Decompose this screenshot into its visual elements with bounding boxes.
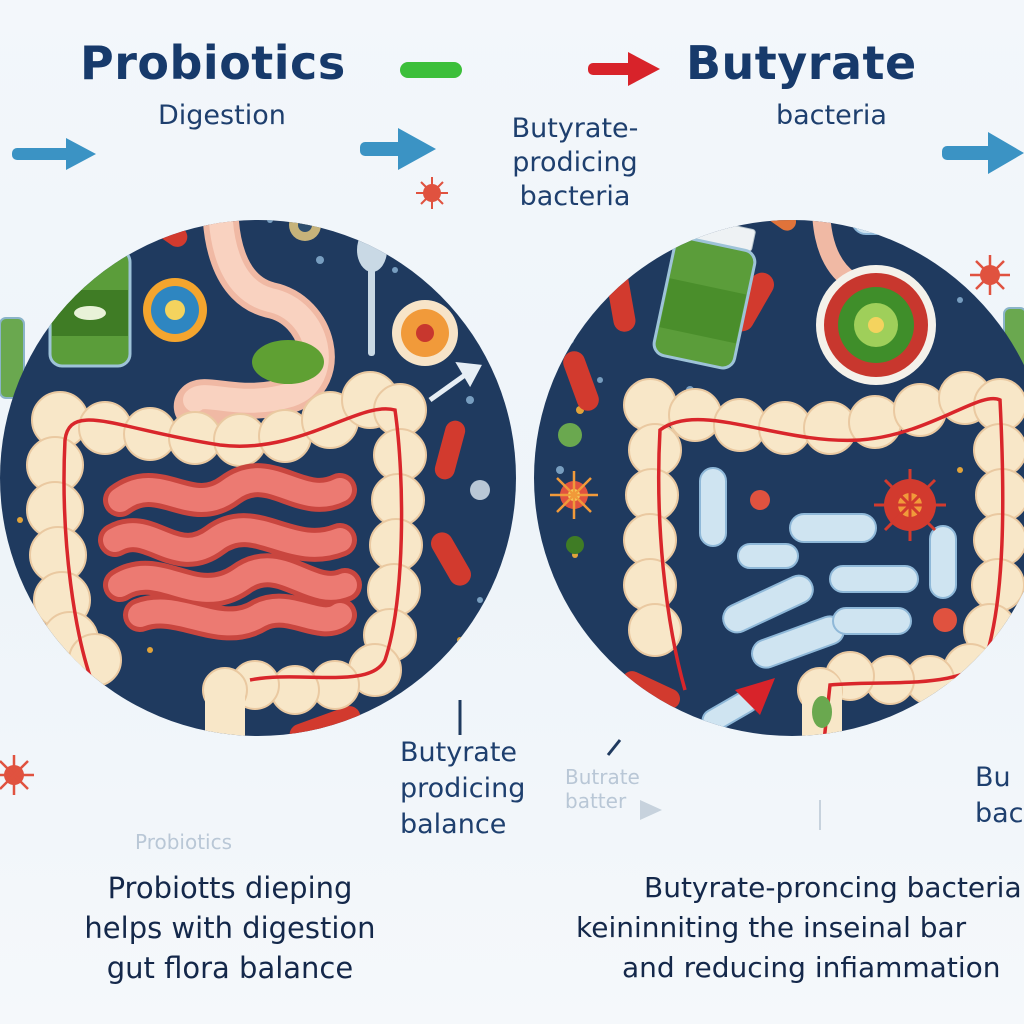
bacteria-label-line: Butyrate- [511, 113, 639, 144]
caption-line: helps with digestion [84, 911, 376, 945]
caption-line: and reducing infiammation [622, 951, 1001, 984]
virus-icon [933, 608, 957, 632]
probiotic-jar-icon [0, 317, 25, 399]
virus-icon [970, 255, 1010, 295]
caption-line: Butyrate-proncing bacteria [644, 871, 1022, 904]
right-caption: Butyrate-proncing bacteria keininniting … [576, 868, 1024, 988]
faded-label-line: Butrate [565, 765, 640, 789]
right-arrow-icon [360, 128, 436, 170]
side-label-line: bac [975, 798, 1024, 829]
faded-label-line: batter [565, 789, 627, 813]
caption-line: Probiotts dieping [107, 871, 353, 905]
virus-icon [750, 490, 770, 510]
arrow-icon [640, 800, 662, 820]
vegetable-bowl-icon [816, 265, 936, 385]
right-arrow-icon [12, 138, 96, 170]
virus-icon [874, 469, 946, 541]
virus-icon [0, 755, 34, 795]
right-subtitle: bacteria [776, 100, 887, 131]
bacteria-icon [566, 536, 584, 554]
arrow-icon [735, 678, 775, 715]
side-label-line: Bu [975, 762, 1011, 793]
virus-icon [416, 177, 448, 209]
green-pill-icon [400, 62, 462, 78]
caption-line: gut flora balance [106, 951, 354, 985]
bacteria-label-line: prodicing [512, 147, 638, 178]
stomach-icon [174, 220, 335, 432]
fruit-slice-icon [392, 300, 458, 366]
red-arrow-icon [588, 52, 660, 86]
virus-icon [550, 471, 598, 519]
bacteria-label: Butyrate- prodicing bacteria [480, 112, 670, 214]
side-label-line: balance [400, 809, 507, 840]
divider-mark [606, 739, 622, 756]
left-caption: Probiotts dieping helps with digestion g… [30, 868, 430, 988]
left-side-label: Butyrate prodicing balance [400, 735, 525, 843]
left-subtitle: Digestion [158, 100, 286, 131]
left-faded-label: Probiotics [135, 830, 233, 854]
left-title: Probiotics [80, 36, 346, 90]
blood-vessel [62, 407, 404, 691]
bacteria-icon [558, 423, 582, 447]
bacteria-icon [470, 480, 490, 500]
right-title: Butyrate [686, 36, 917, 90]
esophagus [811, 220, 859, 289]
caption-line: keininniting the inseinal bar [576, 911, 967, 944]
probiotic-jar-icon [652, 220, 757, 370]
arrow-icon [428, 361, 482, 403]
bacteria-icon [143, 278, 207, 342]
side-label-line: prodicing [400, 773, 526, 804]
right-arrow-icon [942, 132, 1024, 174]
small-intestine [98, 463, 362, 641]
side-label-line: Butyrate [400, 737, 518, 768]
green-droplet-icon [812, 696, 832, 728]
right-side-label: Bu bac [975, 760, 1024, 832]
right-faded-label: Butrate batter [565, 765, 640, 813]
bacteria-label-line: bacteria [519, 181, 631, 212]
